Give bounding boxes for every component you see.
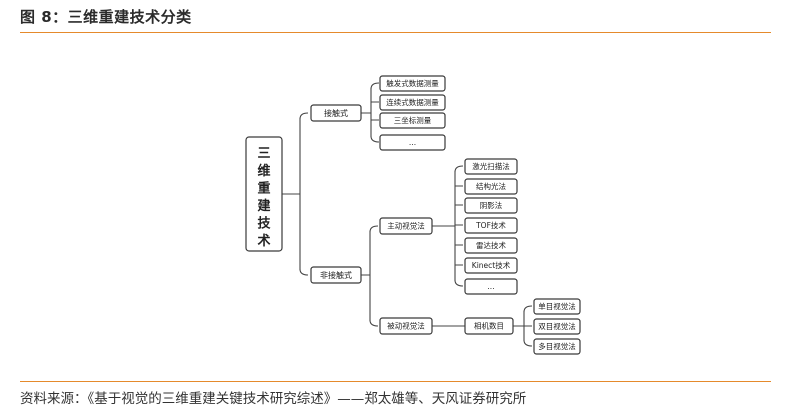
- node-passive-vision-label: 被动视觉法: [387, 321, 425, 331]
- node-contact: 接触式: [310, 104, 362, 122]
- node-camera-count-label: 相机数目: [474, 321, 504, 331]
- node-active-item-label: ...: [487, 282, 494, 291]
- node-contact-item: 触发式数据测量: [379, 75, 446, 92]
- node-contact-item: 连续式数据测量: [379, 94, 446, 111]
- node-camera-item-label: 单目视觉法: [538, 301, 576, 311]
- root-char: 维: [257, 163, 270, 179]
- node-active-item: ...: [464, 278, 518, 295]
- node-contact-item-label: 连续式数据测量: [386, 97, 439, 107]
- node-contact-label: 接触式: [324, 108, 348, 118]
- connector-camera: [513, 305, 533, 347]
- node-camera-count: 相机数目: [464, 317, 514, 335]
- node-contact-item-label: 三坐标测量: [394, 115, 432, 125]
- node-contact-item: 三坐标测量: [379, 112, 446, 129]
- root-char: 三: [257, 147, 270, 162]
- node-active-item-label: Kinect技术: [472, 260, 511, 270]
- node-camera-item-label: 双目视觉法: [538, 321, 576, 331]
- root-node: 三维重建技术: [245, 136, 283, 252]
- node-camera-item: 双目视觉法: [533, 318, 581, 335]
- connector-active: [432, 165, 464, 287]
- node-contact-item-label: ...: [409, 138, 416, 147]
- node-active-item-label: 激光扫描法: [472, 161, 510, 171]
- node-active-item-label: 结构光法: [476, 181, 506, 191]
- root-char: 建: [257, 198, 270, 214]
- top-divider: [20, 32, 771, 33]
- node-camera-item: 单目视觉法: [533, 298, 581, 315]
- node-camera-item-label: 多目视觉法: [538, 341, 576, 351]
- node-passive-vision: 被动视觉法: [379, 317, 433, 335]
- connector-root: [282, 112, 309, 276]
- node-active-item: Kinect技术: [464, 257, 518, 274]
- node-active-item: 雷达技术: [464, 237, 518, 254]
- node-active-item-label: 雷达技术: [476, 240, 506, 250]
- node-active-item: TOF技术: [464, 217, 518, 234]
- node-active-item: 激光扫描法: [464, 158, 518, 175]
- root-char: 技: [257, 216, 271, 232]
- connector-noncontact: [361, 225, 379, 327]
- node-camera-item: 多目视觉法: [533, 338, 581, 355]
- connector-contact: [361, 82, 380, 143]
- node-noncontact: 非接触式: [310, 266, 362, 284]
- node-active-item: 阴影法: [464, 197, 518, 214]
- figure-title: 图 8：三维重建技术分类: [20, 8, 192, 26]
- node-contact-item-label: 触发式数据测量: [386, 78, 439, 88]
- node-active-item-label: 阴影法: [480, 200, 503, 210]
- source-note: 资料来源：《基于视觉的三维重建关键技术研究综述》——郑太雄等、天风证券研究所: [20, 391, 527, 407]
- node-contact-item: ...: [379, 134, 446, 151]
- bottom-divider: [20, 381, 771, 382]
- node-active-item-label: TOF技术: [475, 220, 506, 230]
- node-active-vision: 主动视觉法: [379, 217, 433, 235]
- root-char: 术: [256, 233, 270, 249]
- node-active-vision-label: 主动视觉法: [387, 221, 425, 231]
- node-active-item: 结构光法: [464, 178, 518, 195]
- root-char: 重: [257, 181, 270, 197]
- node-noncontact-label: 非接触式: [320, 270, 352, 280]
